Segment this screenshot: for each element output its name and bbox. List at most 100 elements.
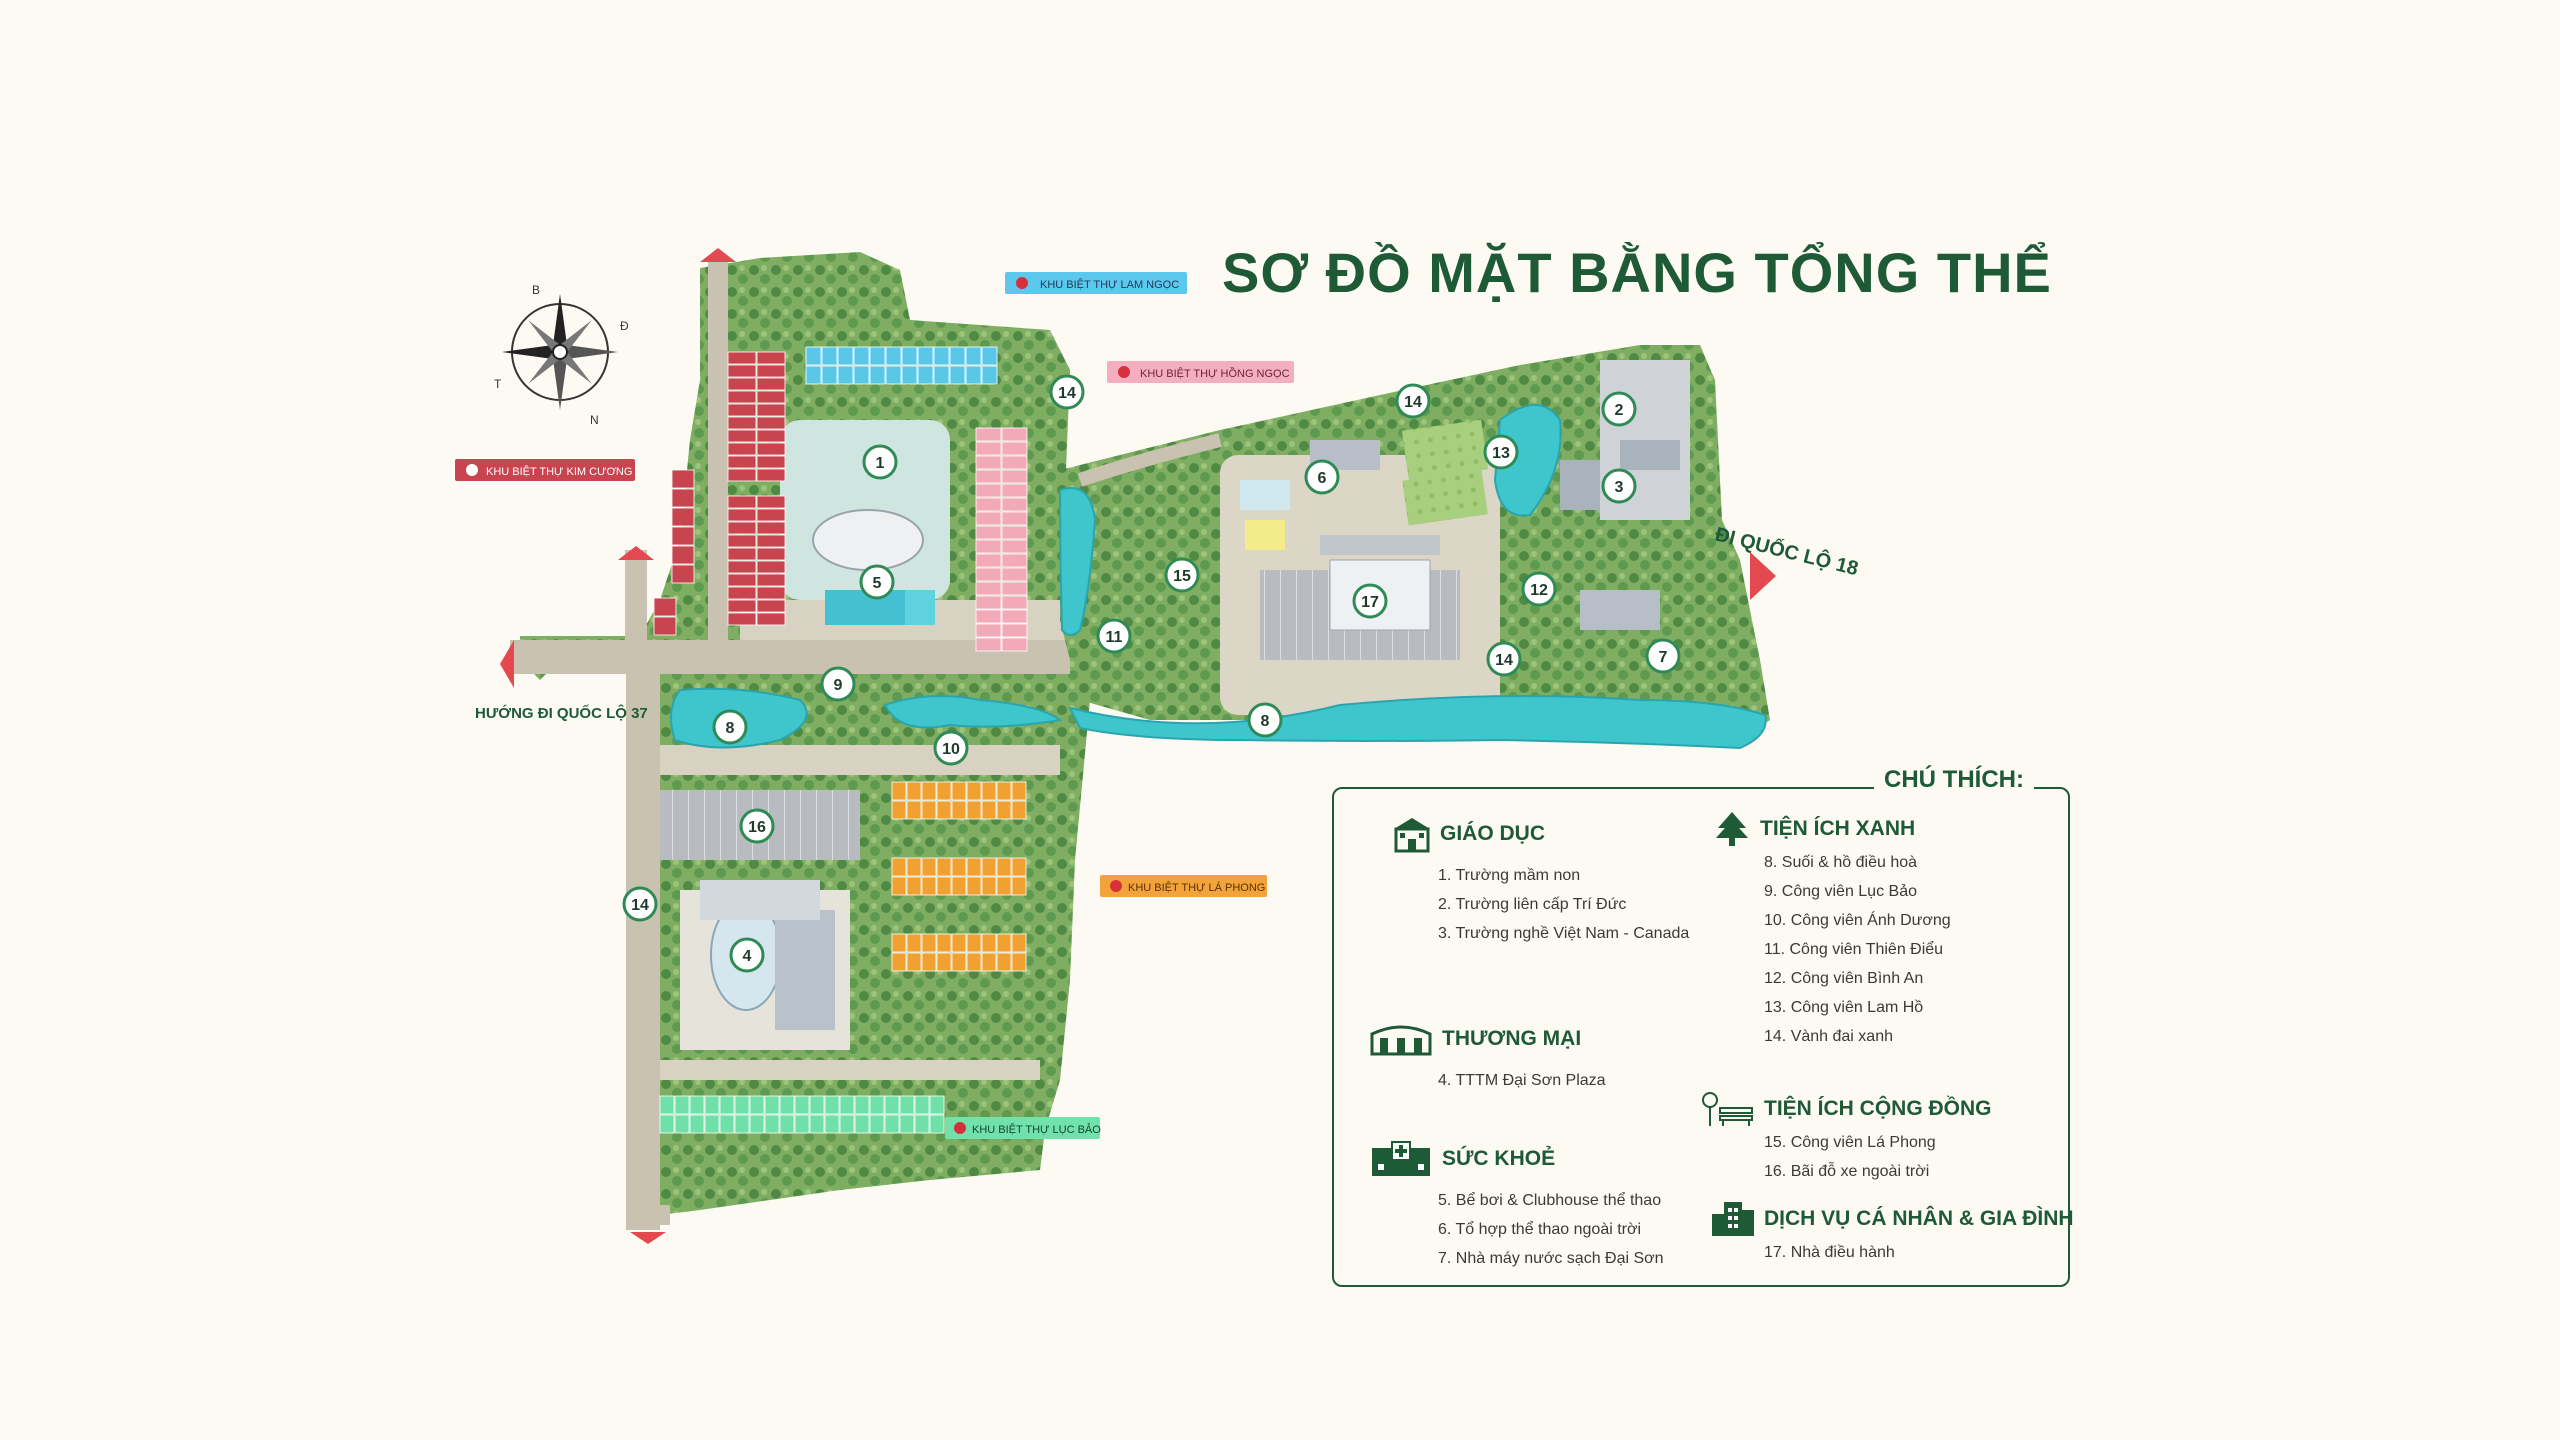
villa-plot[interactable] xyxy=(996,857,1012,877)
villa-plot[interactable] xyxy=(794,1114,810,1134)
villa-plot[interactable] xyxy=(975,469,1002,484)
villa-plot[interactable] xyxy=(917,346,934,366)
villa-plot[interactable] xyxy=(901,346,918,366)
villa-plot[interactable] xyxy=(653,616,677,636)
villa-plot[interactable] xyxy=(809,1114,825,1134)
villa-plot[interactable] xyxy=(966,952,982,972)
amenity-marker[interactable]: 8 xyxy=(712,709,748,745)
amenity-marker[interactable]: 17 xyxy=(1352,583,1388,619)
villa-plot[interactable] xyxy=(929,1095,945,1115)
villa-plot[interactable] xyxy=(1001,609,1028,624)
villa-plot[interactable] xyxy=(756,495,786,509)
amenity-marker[interactable]: 13 xyxy=(1483,434,1519,470)
villa-plot[interactable] xyxy=(975,553,1002,568)
villa-plot[interactable] xyxy=(756,547,786,561)
villa-plot[interactable] xyxy=(727,351,757,365)
zone-label-lam-ngoc[interactable]: KHU BIỆT THỰ LAM NGỌC xyxy=(1005,272,1187,294)
villa-plot[interactable] xyxy=(756,573,786,587)
villa-plot[interactable] xyxy=(854,1095,870,1115)
villa-plot[interactable] xyxy=(674,1114,690,1134)
villa-plot[interactable] xyxy=(965,346,982,366)
villa-plot[interactable] xyxy=(869,365,886,385)
villa-plot[interactable] xyxy=(975,637,1002,652)
villa-plot[interactable] xyxy=(727,521,757,535)
amenity-marker[interactable]: 1 xyxy=(862,444,898,480)
villa-plot[interactable] xyxy=(839,1095,855,1115)
villa-plot[interactable] xyxy=(727,403,757,417)
villa-plot[interactable] xyxy=(914,1095,930,1115)
villa-plot[interactable] xyxy=(906,857,922,877)
villa-plot[interactable] xyxy=(727,508,757,522)
villa-plot[interactable] xyxy=(756,468,786,482)
villa-plot[interactable] xyxy=(966,876,982,896)
villa-plot[interactable] xyxy=(671,488,695,508)
villa-plot[interactable] xyxy=(929,1114,945,1134)
villa-plot[interactable] xyxy=(824,1114,840,1134)
amenity-marker[interactable]: 9 xyxy=(820,666,856,702)
villa-plot[interactable] xyxy=(727,442,757,456)
villa-plot[interactable] xyxy=(975,511,1002,526)
villa-plot[interactable] xyxy=(951,857,967,877)
villa-plot[interactable] xyxy=(749,1114,765,1134)
villa-plot[interactable] xyxy=(921,952,937,972)
villa-plot[interactable] xyxy=(996,933,1012,953)
villa-plot[interactable] xyxy=(951,952,967,972)
villa-plot[interactable] xyxy=(936,800,952,820)
villa-plot[interactable] xyxy=(854,1114,870,1134)
villa-plot[interactable] xyxy=(975,567,1002,582)
villa-plot[interactable] xyxy=(906,952,922,972)
villa-plot[interactable] xyxy=(727,364,757,378)
amenity-marker[interactable]: 15 xyxy=(1164,557,1200,593)
villa-plot[interactable] xyxy=(951,933,967,953)
villa-plot[interactable] xyxy=(1001,567,1028,582)
villa-plot[interactable] xyxy=(1001,553,1028,568)
villa-plot[interactable] xyxy=(756,508,786,522)
villa-plot[interactable] xyxy=(884,1095,900,1115)
villa-plot[interactable] xyxy=(727,455,757,469)
villa-plot[interactable] xyxy=(891,800,907,820)
villa-plot[interactable] xyxy=(981,346,998,366)
villa-plot[interactable] xyxy=(1001,441,1028,456)
villa-plot[interactable] xyxy=(727,416,757,430)
villa-plot[interactable] xyxy=(756,416,786,430)
villa-plot[interactable] xyxy=(981,876,997,896)
villa-plot[interactable] xyxy=(884,1114,900,1134)
villa-plot[interactable] xyxy=(837,346,854,366)
villa-plot[interactable] xyxy=(936,857,952,877)
villa-plot[interactable] xyxy=(764,1114,780,1134)
villa-plot[interactable] xyxy=(981,800,997,820)
villa-plot[interactable] xyxy=(734,1114,750,1134)
villa-plot[interactable] xyxy=(1001,525,1028,540)
villa-plot[interactable] xyxy=(1001,427,1028,442)
villa-plot[interactable] xyxy=(734,1095,750,1115)
zone-label-kim-cuong[interactable]: KHU BIỆT THỰ KIM CƯƠNG xyxy=(455,459,635,481)
villa-plot[interactable] xyxy=(1001,469,1028,484)
villa-plot[interactable] xyxy=(1001,581,1028,596)
villa-plot[interactable] xyxy=(805,365,822,385)
villa-plot[interactable] xyxy=(756,521,786,535)
villa-plot[interactable] xyxy=(704,1114,720,1134)
villa-plot[interactable] xyxy=(981,933,997,953)
villa-plot[interactable] xyxy=(756,377,786,391)
villa-plot[interactable] xyxy=(727,547,757,561)
villa-plot[interactable] xyxy=(671,469,695,489)
villa-plot[interactable] xyxy=(921,857,937,877)
villa-plot[interactable] xyxy=(727,495,757,509)
villa-plot[interactable] xyxy=(921,876,937,896)
villa-plot[interactable] xyxy=(996,800,1012,820)
villa-plot[interactable] xyxy=(727,377,757,391)
villa-plot[interactable] xyxy=(869,346,886,366)
villa-plot[interactable] xyxy=(899,1114,915,1134)
amenity-marker[interactable]: 14 xyxy=(1395,383,1431,419)
villa-plot[interactable] xyxy=(756,455,786,469)
villa-plot[interactable] xyxy=(975,455,1002,470)
villa-plot[interactable] xyxy=(659,1114,675,1134)
amenity-marker[interactable]: 12 xyxy=(1521,571,1557,607)
villa-plot[interactable] xyxy=(917,365,934,385)
villa-plot[interactable] xyxy=(659,1095,675,1115)
villa-plot[interactable] xyxy=(996,876,1012,896)
villa-plot[interactable] xyxy=(671,526,695,546)
villa-plot[interactable] xyxy=(975,595,1002,610)
villa-plot[interactable] xyxy=(975,483,1002,498)
